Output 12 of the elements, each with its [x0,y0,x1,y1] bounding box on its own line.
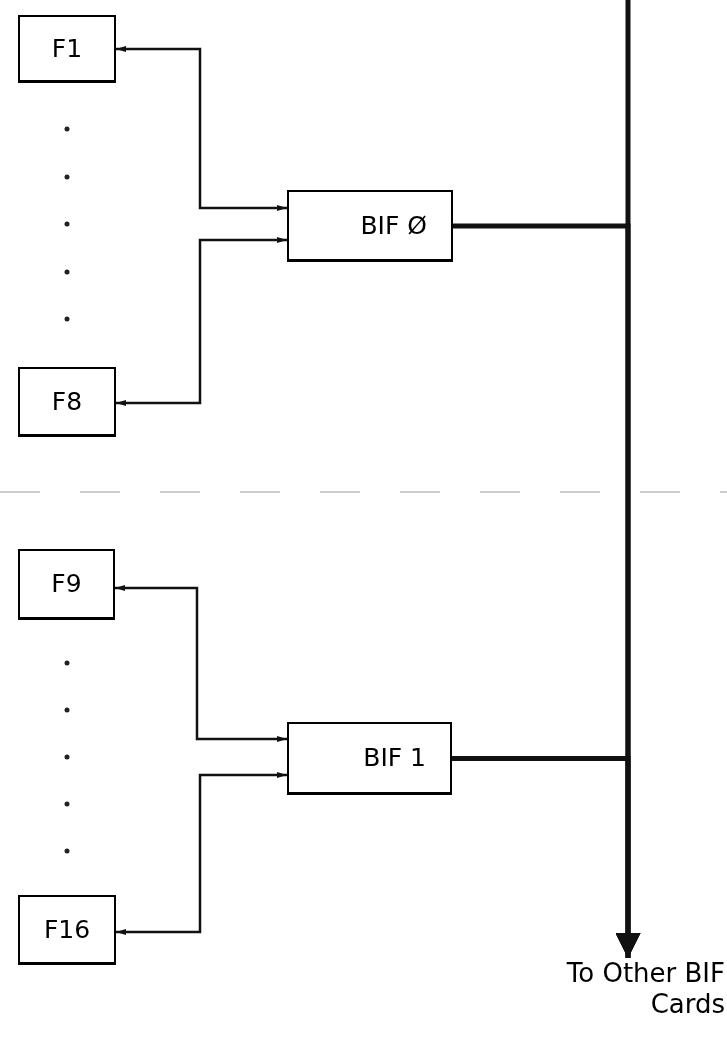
caption-text: To Other BIF Cards [540,958,725,1050]
bus-line [452,756,641,958]
function-box: F8 [18,367,116,437]
interface-box: BIF Ø [287,190,453,262]
arrow [116,46,287,211]
arrow [116,772,287,935]
interface-box: BIF 1 [287,722,452,795]
function-box: F9 [18,549,115,620]
arrow [115,585,287,742]
function-box: F1 [18,15,116,83]
arrow [116,237,287,406]
function-box: F16 [18,895,116,965]
